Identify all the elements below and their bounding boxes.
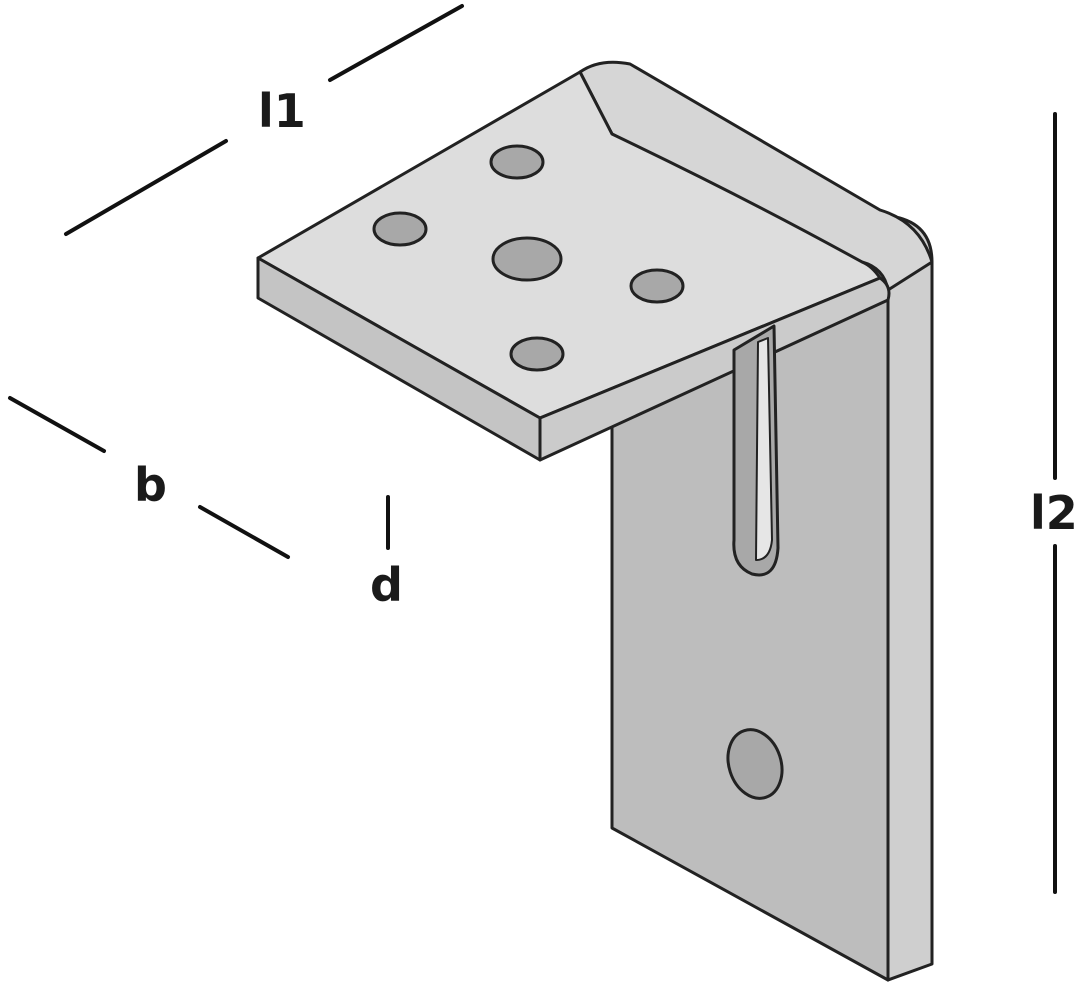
top-plate-hole [509, 336, 565, 372]
b-dimension-line-right [198, 505, 290, 559]
l1-dimension-line-lower [64, 139, 228, 236]
b-dimension-line-left [8, 396, 106, 453]
bend-edge [578, 60, 934, 292]
top-plate-hole [372, 211, 428, 247]
top-plate-hole [629, 268, 685, 304]
l1-label: l1 [258, 84, 306, 138]
horizontal-plate-right-edge [538, 276, 891, 462]
top-plate-center-hole [491, 236, 563, 282]
b-label: b [134, 458, 167, 512]
vertical-leg-hole [726, 728, 784, 800]
top-plate-hole [489, 144, 545, 180]
l2-label: l2 [1030, 486, 1078, 540]
vertical-leg-slot-inner [755, 337, 773, 561]
bracket [256, 60, 934, 982]
dimension-lines [8, 4, 1057, 894]
d-label: d [370, 558, 403, 612]
horizontal-plate-top [256, 70, 882, 420]
l1-dimension-line-upper [328, 4, 464, 82]
